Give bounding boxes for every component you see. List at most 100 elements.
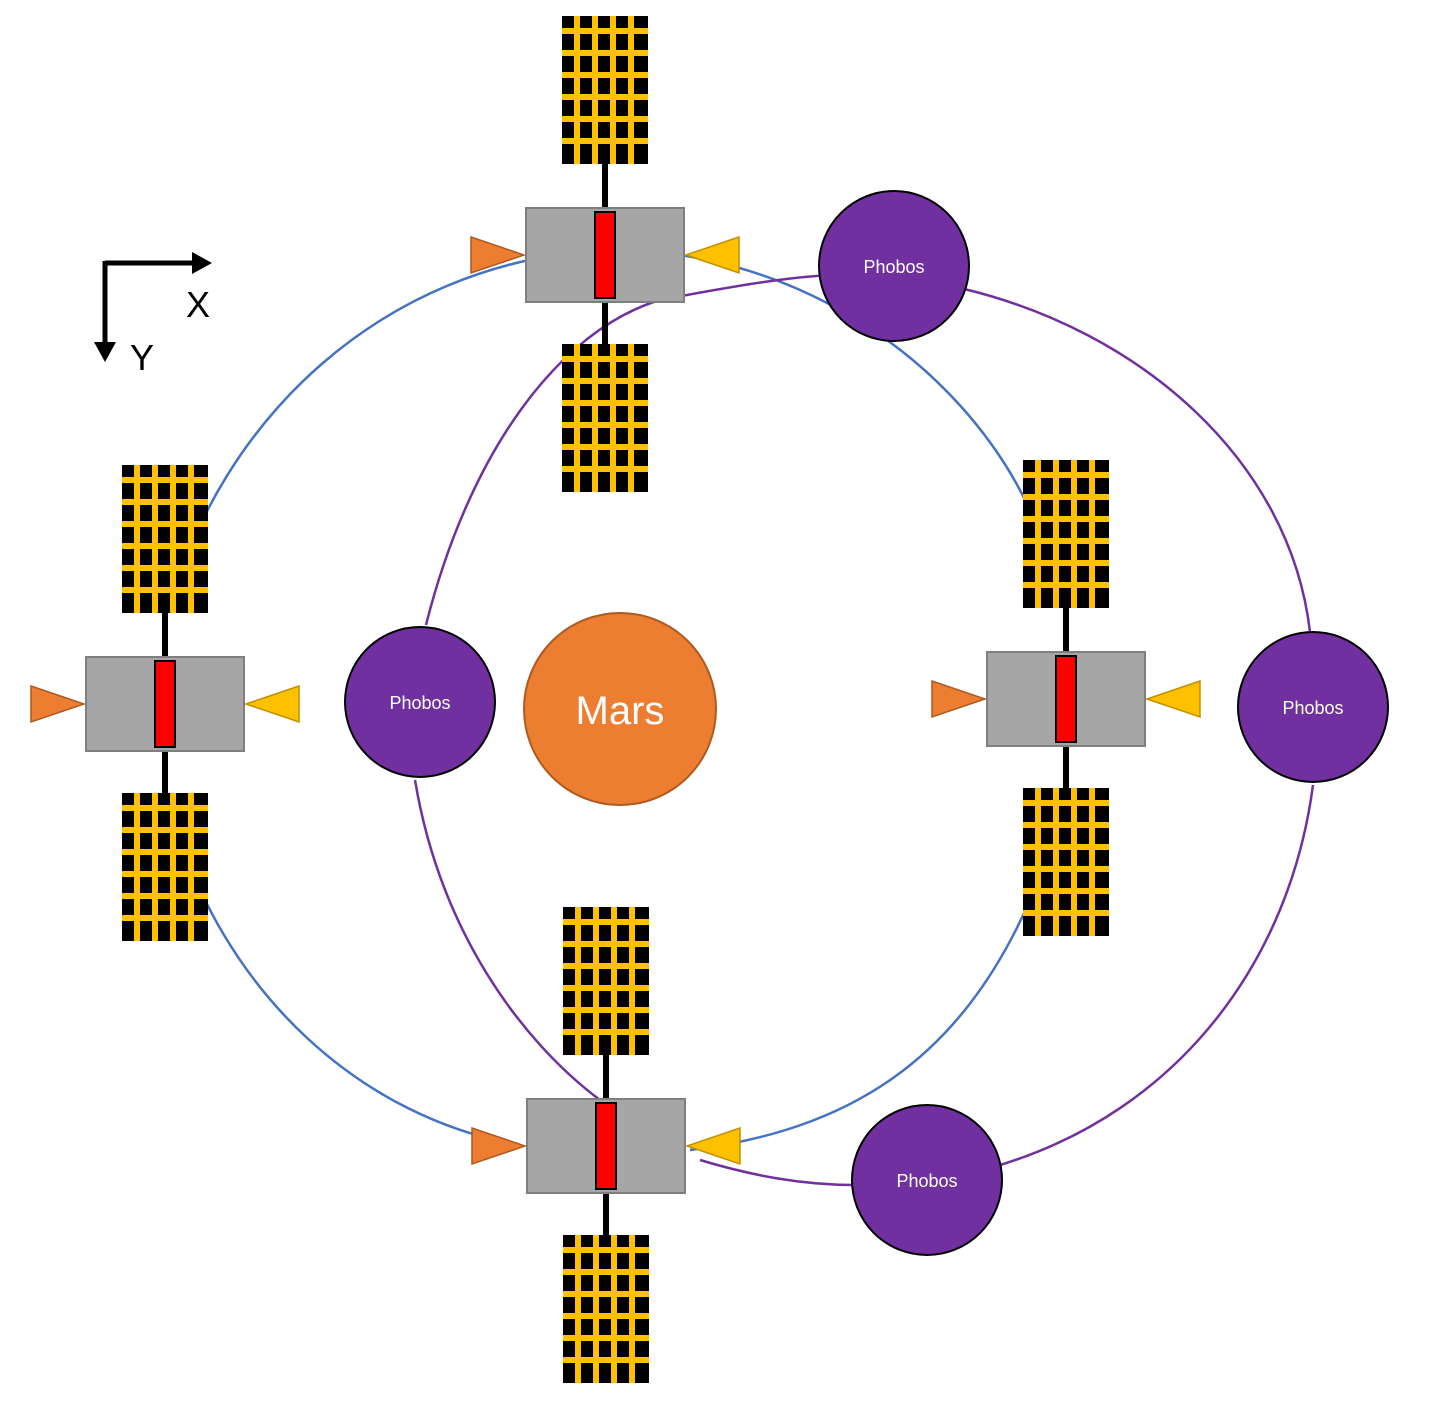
panel-grid-line (122, 477, 208, 483)
panel-grid-line (563, 941, 649, 947)
thruster-right-arrow (243, 684, 300, 724)
panel-grid-line (188, 793, 194, 941)
panel-grid-line (563, 1269, 649, 1275)
panel-grid-line (188, 465, 194, 613)
panel-grid-line (1023, 910, 1109, 916)
panel-grid-line (1089, 788, 1095, 936)
panel-grid-line (611, 1235, 617, 1383)
phobos-body (1237, 631, 1389, 783)
axes-indicator: X Y (94, 252, 212, 378)
thruster-left-arrow (471, 1126, 528, 1166)
panel-grid-line (122, 871, 208, 877)
phobos-moons: Phobos Phobos Phobos Phobos (344, 190, 1389, 1256)
thruster-left-arrow (30, 684, 87, 724)
panel-grid-line (610, 344, 616, 492)
x-axis-arrowhead (192, 252, 212, 274)
spacecraft-core (1055, 655, 1077, 743)
panel-grid-line (152, 793, 158, 941)
solar-panel (1023, 460, 1109, 608)
panel-grid-line (1035, 788, 1041, 936)
panel-grid-line (562, 116, 648, 122)
panel-grid-line (575, 1235, 581, 1383)
panel-grid-line (1053, 788, 1059, 936)
panel-grid-line (563, 1029, 649, 1035)
panel-grid-line (562, 466, 648, 472)
panel-grid-line (134, 465, 140, 613)
phobos-body (851, 1104, 1003, 1256)
panel-grid-line (629, 907, 635, 1055)
spacecraft (931, 460, 1201, 936)
panel-grid-line (122, 587, 208, 593)
panel-grid-line (563, 1335, 649, 1341)
panel-grid-line (122, 543, 208, 549)
panel-grid-line (575, 907, 581, 1055)
panel-grid-line (1023, 472, 1109, 478)
thruster-right-arrow (683, 235, 740, 275)
thruster-right-arrow (1144, 679, 1201, 719)
panel-grid-line (122, 893, 208, 899)
phobos-label: Phobos (389, 693, 450, 713)
thruster-left-arrow (470, 235, 527, 275)
panel-grid-line (134, 793, 140, 941)
phobos-body (344, 626, 496, 778)
spacecraft (30, 465, 300, 941)
y-axis-arrowhead (94, 342, 116, 362)
solar-panel (1023, 788, 1109, 936)
panel-grid-line (1035, 460, 1041, 608)
panel-grid-line (1071, 788, 1077, 936)
panel-grid-line (1023, 560, 1109, 566)
panel-grid-line (611, 907, 617, 1055)
panel-grid-line (1023, 538, 1109, 544)
panel-grid-line (563, 1007, 649, 1013)
panel-grid-line (1053, 460, 1059, 608)
panel-grid-line (1023, 866, 1109, 872)
phobos-moon: Phobos (1237, 631, 1389, 783)
x-axis-label: X (186, 284, 210, 325)
panel-grid-line (563, 1291, 649, 1297)
solar-panel (122, 465, 208, 613)
thruster-left-arrow (931, 679, 988, 719)
thruster-right-arrow (684, 1126, 741, 1166)
panel-grid-line (562, 138, 648, 144)
phobos-moon: Phobos (344, 626, 496, 778)
solar-panel (562, 344, 648, 492)
panel-grid-line (562, 50, 648, 56)
panel-grid-line (170, 465, 176, 613)
panel-grid-line (593, 1235, 599, 1383)
panel-grid-line (610, 16, 616, 164)
panel-grid-line (562, 72, 648, 78)
panel-grid-line (122, 521, 208, 527)
panel-grid-line (628, 16, 634, 164)
phobos-label: Phobos (1282, 698, 1343, 718)
panel-grid-line (1023, 494, 1109, 500)
phobos-orbit-path (413, 273, 1315, 1187)
panel-grid-line (563, 963, 649, 969)
panel-grid-line (1023, 800, 1109, 806)
panel-grid-line (1023, 516, 1109, 522)
spacecraft (470, 16, 740, 492)
panel-grid-line (170, 793, 176, 941)
phobos-body (818, 190, 970, 342)
panel-grid-line (563, 1247, 649, 1253)
phobos-label: Phobos (896, 1171, 957, 1191)
solar-panel (562, 16, 648, 164)
panel-grid-line (574, 344, 580, 492)
panel-grid-line (562, 444, 648, 450)
panel-grid-line (1089, 460, 1095, 608)
spacecraft-core (594, 211, 616, 299)
panel-grid-line (122, 849, 208, 855)
panel-grid-line (1023, 582, 1109, 588)
panel-grid-line (1023, 844, 1109, 850)
panel-grid-line (563, 1313, 649, 1319)
panel-grid-line (1071, 460, 1077, 608)
panel-grid-line (628, 344, 634, 492)
panel-grid-line (122, 499, 208, 505)
phobos-label: Phobos (863, 257, 924, 277)
panel-grid-line (574, 16, 580, 164)
panel-grid-line (562, 422, 648, 428)
panel-grid-line (629, 1235, 635, 1383)
panel-grid-line (563, 985, 649, 991)
panel-grid-line (122, 565, 208, 571)
